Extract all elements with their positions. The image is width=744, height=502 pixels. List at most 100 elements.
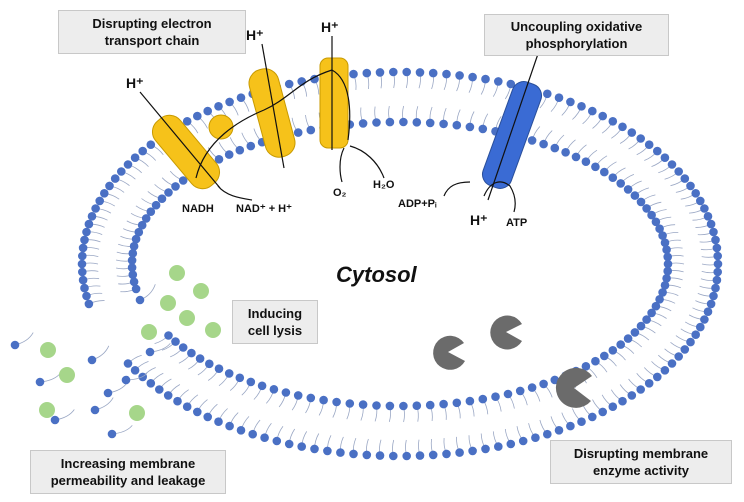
lipid-head: [137, 220, 147, 230]
h2o-label: H₂O: [373, 179, 395, 191]
uncoupling-label: Uncoupling oxidative phosphorylation: [484, 14, 669, 56]
lipid-head: [281, 388, 291, 397]
lipid-head: [655, 295, 664, 304]
lipid-head: [696, 322, 705, 332]
lipid-head: [660, 238, 670, 247]
lipid-head: [35, 377, 45, 387]
atp-synthase: [481, 81, 543, 189]
lipid-head: [164, 188, 173, 197]
label-line: permeability and leakage: [50, 473, 206, 488]
lipid-head: [389, 451, 398, 461]
lipid-head: [193, 111, 202, 121]
lipid-head: [224, 150, 234, 159]
lipid-head: [425, 400, 435, 410]
lipid-head: [224, 369, 234, 378]
atp-label: ATP: [506, 217, 527, 229]
lipid-head: [581, 362, 591, 371]
lipid-head: [653, 372, 662, 382]
lipid-head: [439, 119, 448, 129]
lipid-head: [706, 299, 716, 309]
lipid-head: [465, 122, 475, 132]
lipid-head: [600, 351, 609, 361]
lipid-head: [636, 197, 646, 207]
lipid-head: [362, 68, 372, 78]
electron-transport-chain: [151, 57, 349, 190]
label-line: transport chain: [104, 33, 200, 48]
lipid-head: [627, 128, 637, 137]
lipid-head: [598, 407, 607, 417]
lipid-head: [146, 379, 156, 388]
lipid-head: [686, 337, 695, 347]
lipid-head: [712, 243, 722, 253]
lipid-head: [428, 450, 438, 460]
lipid-head: [225, 97, 234, 107]
lipid-head: [399, 117, 408, 127]
lipid-head: [662, 274, 671, 283]
lipid-head: [630, 191, 640, 200]
lipid-head: [636, 134, 645, 143]
lipid-head: [195, 354, 205, 363]
lipid-head: [205, 359, 214, 369]
leaked-molecule: [179, 310, 195, 326]
lipid-head: [146, 207, 156, 216]
lipid-head: [95, 196, 104, 206]
lipid-head: [506, 79, 516, 89]
lipid-head: [214, 364, 224, 374]
lipid-head: [171, 182, 180, 191]
lipid-head: [84, 219, 94, 229]
lipid-head: [642, 315, 651, 324]
lipid-head: [151, 200, 161, 210]
atp-synthase-stalk: [481, 81, 543, 189]
lipid-head: [269, 385, 279, 394]
lipid-head: [494, 442, 503, 451]
lipid-head: [236, 93, 246, 102]
reaction-arrows: [139, 36, 541, 213]
lipid-head: [644, 379, 654, 388]
lipid-head: [372, 118, 381, 127]
lipid-head: [87, 212, 97, 221]
lipid-head: [674, 167, 683, 176]
lipid-head: [91, 204, 100, 213]
lipid-head: [235, 373, 245, 383]
lipid-head: [235, 145, 245, 155]
lipid-head: [248, 429, 257, 439]
permeability-label: Increasing membrane permeability and lea…: [30, 450, 226, 494]
lipid-head: [667, 359, 677, 368]
lipid-head: [138, 146, 147, 156]
lipid-head: [680, 174, 690, 183]
enzyme-icon: [433, 335, 465, 370]
lipid-head: [402, 67, 412, 77]
lipid-head: [506, 439, 516, 449]
lipid-head: [375, 68, 385, 77]
lipid-head: [554, 426, 564, 435]
lipid-head: [306, 393, 316, 403]
lipid-head: [358, 119, 368, 128]
lipid-head: [50, 415, 60, 425]
lipid-head: [571, 152, 581, 162]
lipid-head: [107, 429, 117, 439]
lipid-head: [491, 392, 500, 402]
lipid-head: [711, 235, 720, 245]
lipid-head: [713, 267, 722, 277]
lipid-head: [636, 321, 646, 331]
lipid-head: [145, 347, 155, 357]
lipid-head: [155, 385, 164, 394]
lipid-head: [503, 389, 513, 399]
lipid-head: [284, 79, 294, 89]
leaked-molecule: [141, 324, 157, 340]
lipid-head: [129, 277, 139, 287]
lipid-head: [554, 93, 564, 102]
lipid-head: [452, 120, 462, 130]
lipid-head: [663, 252, 672, 262]
lipid-head: [385, 401, 395, 411]
lipid-head: [452, 398, 462, 408]
enzyme-icon: [490, 315, 522, 350]
leaked-molecule: [39, 402, 55, 418]
lipid-head: [577, 417, 586, 427]
lipid-head: [465, 396, 475, 406]
lipid-head: [214, 102, 223, 111]
lipid-head: [647, 308, 656, 318]
lipid-head: [77, 259, 87, 269]
lipid-head: [428, 68, 438, 78]
